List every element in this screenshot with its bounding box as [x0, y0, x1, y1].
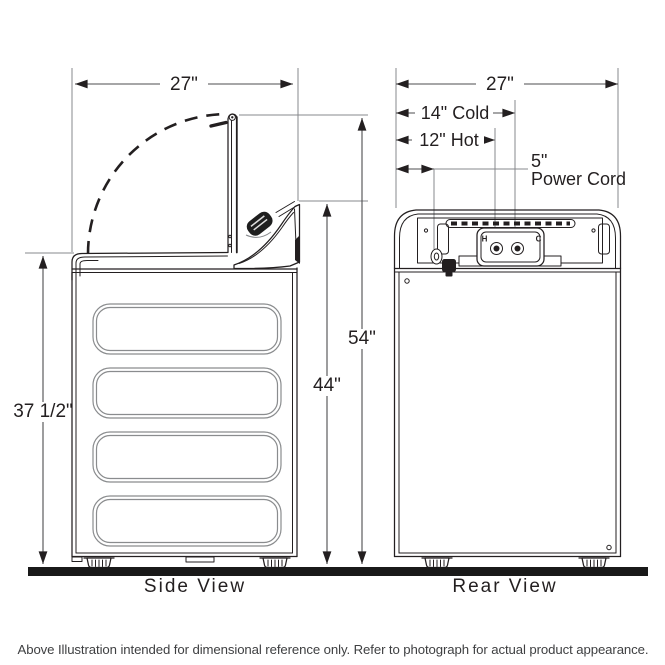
side-view-label: Side View	[144, 576, 246, 597]
dimension-text-backplate	[12, 402, 74, 422]
cold-inlet-marker: C	[536, 235, 542, 244]
hot-inlet-value: 12" Hot	[419, 130, 478, 150]
side-console	[233, 201, 301, 270]
foot	[421, 557, 453, 569]
floor-line	[28, 567, 648, 576]
water-connection-panel: H C	[458, 227, 562, 267]
side-panel-recesses	[92, 303, 282, 547]
console-knob	[246, 211, 273, 236]
lid-swing-arc	[86, 112, 229, 255]
rear-view-feet	[421, 557, 610, 569]
cabinet-height-value: 37 1/2"	[13, 401, 73, 422]
lid-handle	[209, 120, 228, 128]
lid-open-height-value: 54"	[348, 328, 376, 349]
cold-inlet-dimension: 14" Cold	[395, 100, 516, 243]
cold-inlet-value: 14" Cold	[421, 103, 489, 123]
side-extension-lines	[25, 68, 368, 254]
foot	[578, 557, 610, 569]
dimension-text-backplate	[343, 329, 381, 349]
side-cabinet	[71, 251, 298, 558]
power-cord-dimension: 5" Power Cord	[395, 151, 626, 249]
rear-console-back: H C	[393, 209, 622, 277]
rear-width-value: 27"	[486, 74, 514, 95]
rear-right-bracket	[598, 223, 610, 255]
rear-left-bracket	[437, 223, 449, 255]
lid-open-height-dimension: 54"	[343, 117, 381, 565]
console-side-shadow	[295, 235, 300, 264]
dimension-text-backplate	[308, 376, 346, 396]
open-lid	[209, 113, 238, 254]
side-view-feet	[71, 556, 291, 569]
console-height-dimension: 44"	[308, 203, 346, 565]
cabinet-height-dimension: 37 1/2"	[12, 255, 74, 565]
dimension-text-backplate	[415, 104, 493, 122]
side-view-drawing: 27" 37 1/2" 54" 44"	[12, 68, 381, 597]
side-width-dimension: 27"	[74, 74, 294, 95]
dimension-text-backplate	[412, 131, 484, 149]
dimension-text-backplate	[160, 75, 208, 93]
rear-view-label: Rear View	[452, 576, 557, 597]
side-width-value: 27"	[170, 74, 198, 95]
disclaimer-text: Above Illustration intended for dimensio…	[18, 642, 649, 657]
rear-width-dimension: 27"	[395, 74, 619, 95]
foot	[259, 557, 291, 569]
console-height-value: 44"	[313, 375, 341, 396]
hot-inlet-dimension: 12" Hot	[395, 128, 496, 243]
power-cord-label: Power Cord	[531, 169, 626, 189]
rear-cabinet	[393, 267, 622, 558]
dimension-text-backplate	[476, 75, 524, 93]
power-cord-offset-value: 5"	[531, 151, 547, 171]
foot	[83, 557, 115, 569]
hot-inlet-marker: H	[482, 235, 488, 244]
rear-view-drawing: 27" 14" Cold 12" Hot 5" Power Cord	[393, 68, 626, 597]
